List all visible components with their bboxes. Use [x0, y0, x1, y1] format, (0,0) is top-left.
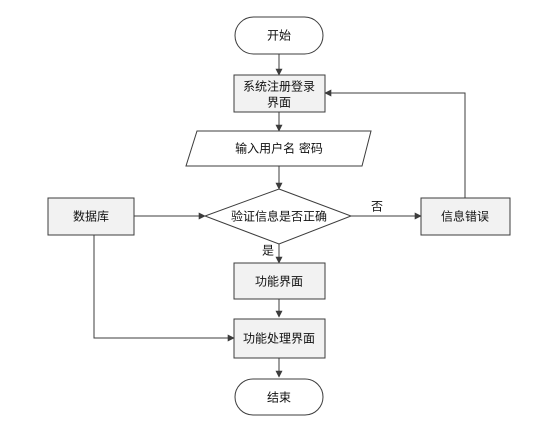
node-function-process-ui-label: 功能处理界面 — [243, 332, 315, 346]
node-database: 数据库 — [47, 197, 135, 236]
node-end-label: 结束 — [267, 391, 291, 405]
node-register-login-label-line1: 系统注册登录 — [243, 79, 315, 94]
node-info-error-label: 信息错误 — [441, 209, 489, 224]
node-function-ui-label: 功能界面 — [255, 275, 303, 289]
node-end: 结束 — [234, 378, 324, 416]
node-verify-info: 验证信息是否正确 — [203, 188, 353, 245]
node-register-login: 系统注册登录 界面 — [233, 74, 326, 113]
node-start: 开始 — [234, 16, 324, 55]
edge-label-yes: 是 — [262, 244, 274, 258]
node-function-process-ui: 功能处理界面 — [233, 318, 326, 359]
edge-error-to-register — [324, 89, 466, 198]
node-verify-info-label: 验证信息是否正确 — [231, 209, 327, 224]
node-register-login-label-line2: 界面 — [267, 96, 291, 110]
node-input-credentials: 输入用户名 密码 — [185, 130, 372, 167]
node-info-error: 信息错误 — [420, 197, 511, 236]
edge-database-to-process-ui — [93, 235, 235, 342]
node-start-label: 开始 — [267, 29, 291, 43]
node-function-ui: 功能界面 — [233, 262, 326, 300]
node-database-label: 数据库 — [73, 209, 109, 224]
node-input-credentials-label: 输入用户名 密码 — [235, 141, 323, 156]
edge-label-no: 否 — [371, 200, 383, 214]
